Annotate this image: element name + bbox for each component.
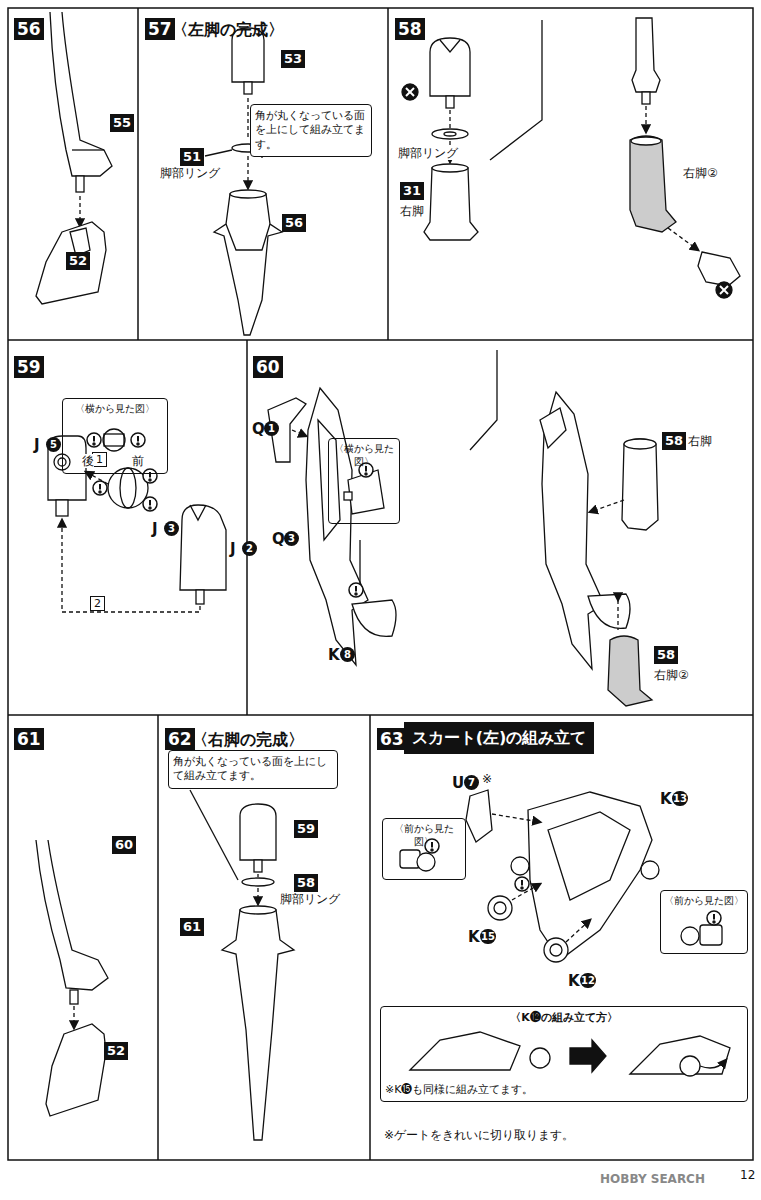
part-name: 右脚②	[683, 166, 718, 180]
part-number: 3	[164, 521, 179, 536]
step-number: 63	[377, 728, 407, 750]
view-note: 前	[132, 454, 144, 468]
view-note: 後	[82, 454, 94, 468]
part-name: 脚部リング	[280, 892, 340, 906]
part-number: 12	[580, 973, 596, 988]
box-text: 〈K⓬の組み立て方〉	[385, 1011, 743, 1025]
step-number: 60	[253, 356, 283, 378]
part-name: 右脚②	[654, 668, 689, 682]
part-number: 58	[662, 432, 686, 450]
part-number: 3	[284, 531, 299, 546]
part-letter: K	[660, 790, 672, 808]
part-letter: J	[34, 436, 40, 454]
part-number: 58	[654, 646, 678, 664]
box-text: 角が丸くなっている面を上にして組み立てます。	[173, 755, 333, 784]
step-number: 56	[14, 18, 44, 40]
part-number: 2	[242, 541, 257, 556]
panel-frame	[8, 8, 753, 1160]
note-box: 角が丸くなっている面を上にして組み立てます。	[168, 750, 338, 789]
box-text: 角が丸くなっている面を上にして組み立てます。	[255, 109, 367, 152]
step-number: 57	[145, 18, 175, 40]
step-heading: 〈左脚の完成〉	[172, 20, 284, 39]
order-number: 1	[92, 452, 107, 467]
view-box: 〈横から見た図〉	[328, 438, 400, 524]
part-letter: J	[230, 540, 236, 558]
view-box: 〈前から見た図〉	[382, 818, 466, 880]
part-number: 15	[480, 929, 496, 944]
part-number: 60	[112, 836, 136, 854]
step-heading: 〈右脚の完成〉	[192, 730, 304, 749]
part-drawing	[36, 12, 740, 1140]
part-number: 59	[294, 820, 318, 838]
part-number: 53	[281, 50, 305, 68]
view-box: 〈横から見た図〉	[62, 398, 168, 474]
part-number: 5	[46, 437, 61, 452]
part-name: 右脚	[688, 434, 712, 448]
step-number: 62	[165, 728, 195, 750]
part-number: 31	[400, 182, 424, 200]
watermark: HOBBY SEARCH	[600, 1172, 705, 1186]
part-name: 脚部リング	[160, 166, 220, 180]
part-number: 1	[264, 421, 279, 436]
box-text: 〈前から見た図〉	[386, 822, 462, 848]
part-number: 52	[66, 252, 90, 270]
page-number: 12	[740, 1168, 755, 1182]
part-letter: Q	[272, 530, 285, 548]
box-note: ※K⓯も同様に組み立てます。	[385, 1083, 743, 1097]
part-name: 右脚	[400, 204, 424, 218]
part-name: 脚部リング	[398, 146, 458, 160]
note-box: 角が丸くなっている面を上にして組み立てます。	[250, 104, 372, 157]
box-text: 〈前から見た図〉	[664, 894, 744, 907]
part-number: 8	[340, 647, 355, 662]
part-number: 51	[180, 148, 204, 166]
part-number: 7	[464, 775, 479, 790]
part-letter: J	[152, 520, 158, 538]
part-number: 61	[180, 918, 204, 936]
gate-note: ※ゲートをきれいに切り取ります。	[384, 1128, 574, 1142]
part-number: 13	[672, 791, 688, 806]
box-text: 〈横から見た図〉	[332, 442, 396, 468]
part-number: 55	[110, 114, 134, 132]
view-box: 〈前から見た図〉	[660, 890, 748, 954]
part-letter: K	[468, 928, 480, 946]
step-number: 58	[395, 18, 425, 40]
part-number: 56	[282, 214, 306, 232]
part-letter: U	[452, 774, 464, 792]
part-letter: Q	[252, 420, 265, 438]
part-letter: K	[328, 646, 340, 664]
part-letter: K	[568, 972, 580, 990]
step-number: 61	[14, 728, 44, 750]
note-mark: ※	[482, 772, 492, 786]
order-number: 2	[90, 596, 105, 611]
part-number: 58	[294, 874, 318, 892]
title-band: スカート(左)の組み立て	[404, 722, 594, 754]
part-number: 52	[104, 1042, 128, 1060]
method-box: 〈K⓬の組み立て方〉 ※K⓯も同様に組み立てます。	[380, 1006, 748, 1102]
box-text: スカート(左)の組み立て	[409, 728, 589, 749]
box-text: 〈横から見た図〉	[66, 402, 164, 415]
step-number: 59	[14, 356, 44, 378]
